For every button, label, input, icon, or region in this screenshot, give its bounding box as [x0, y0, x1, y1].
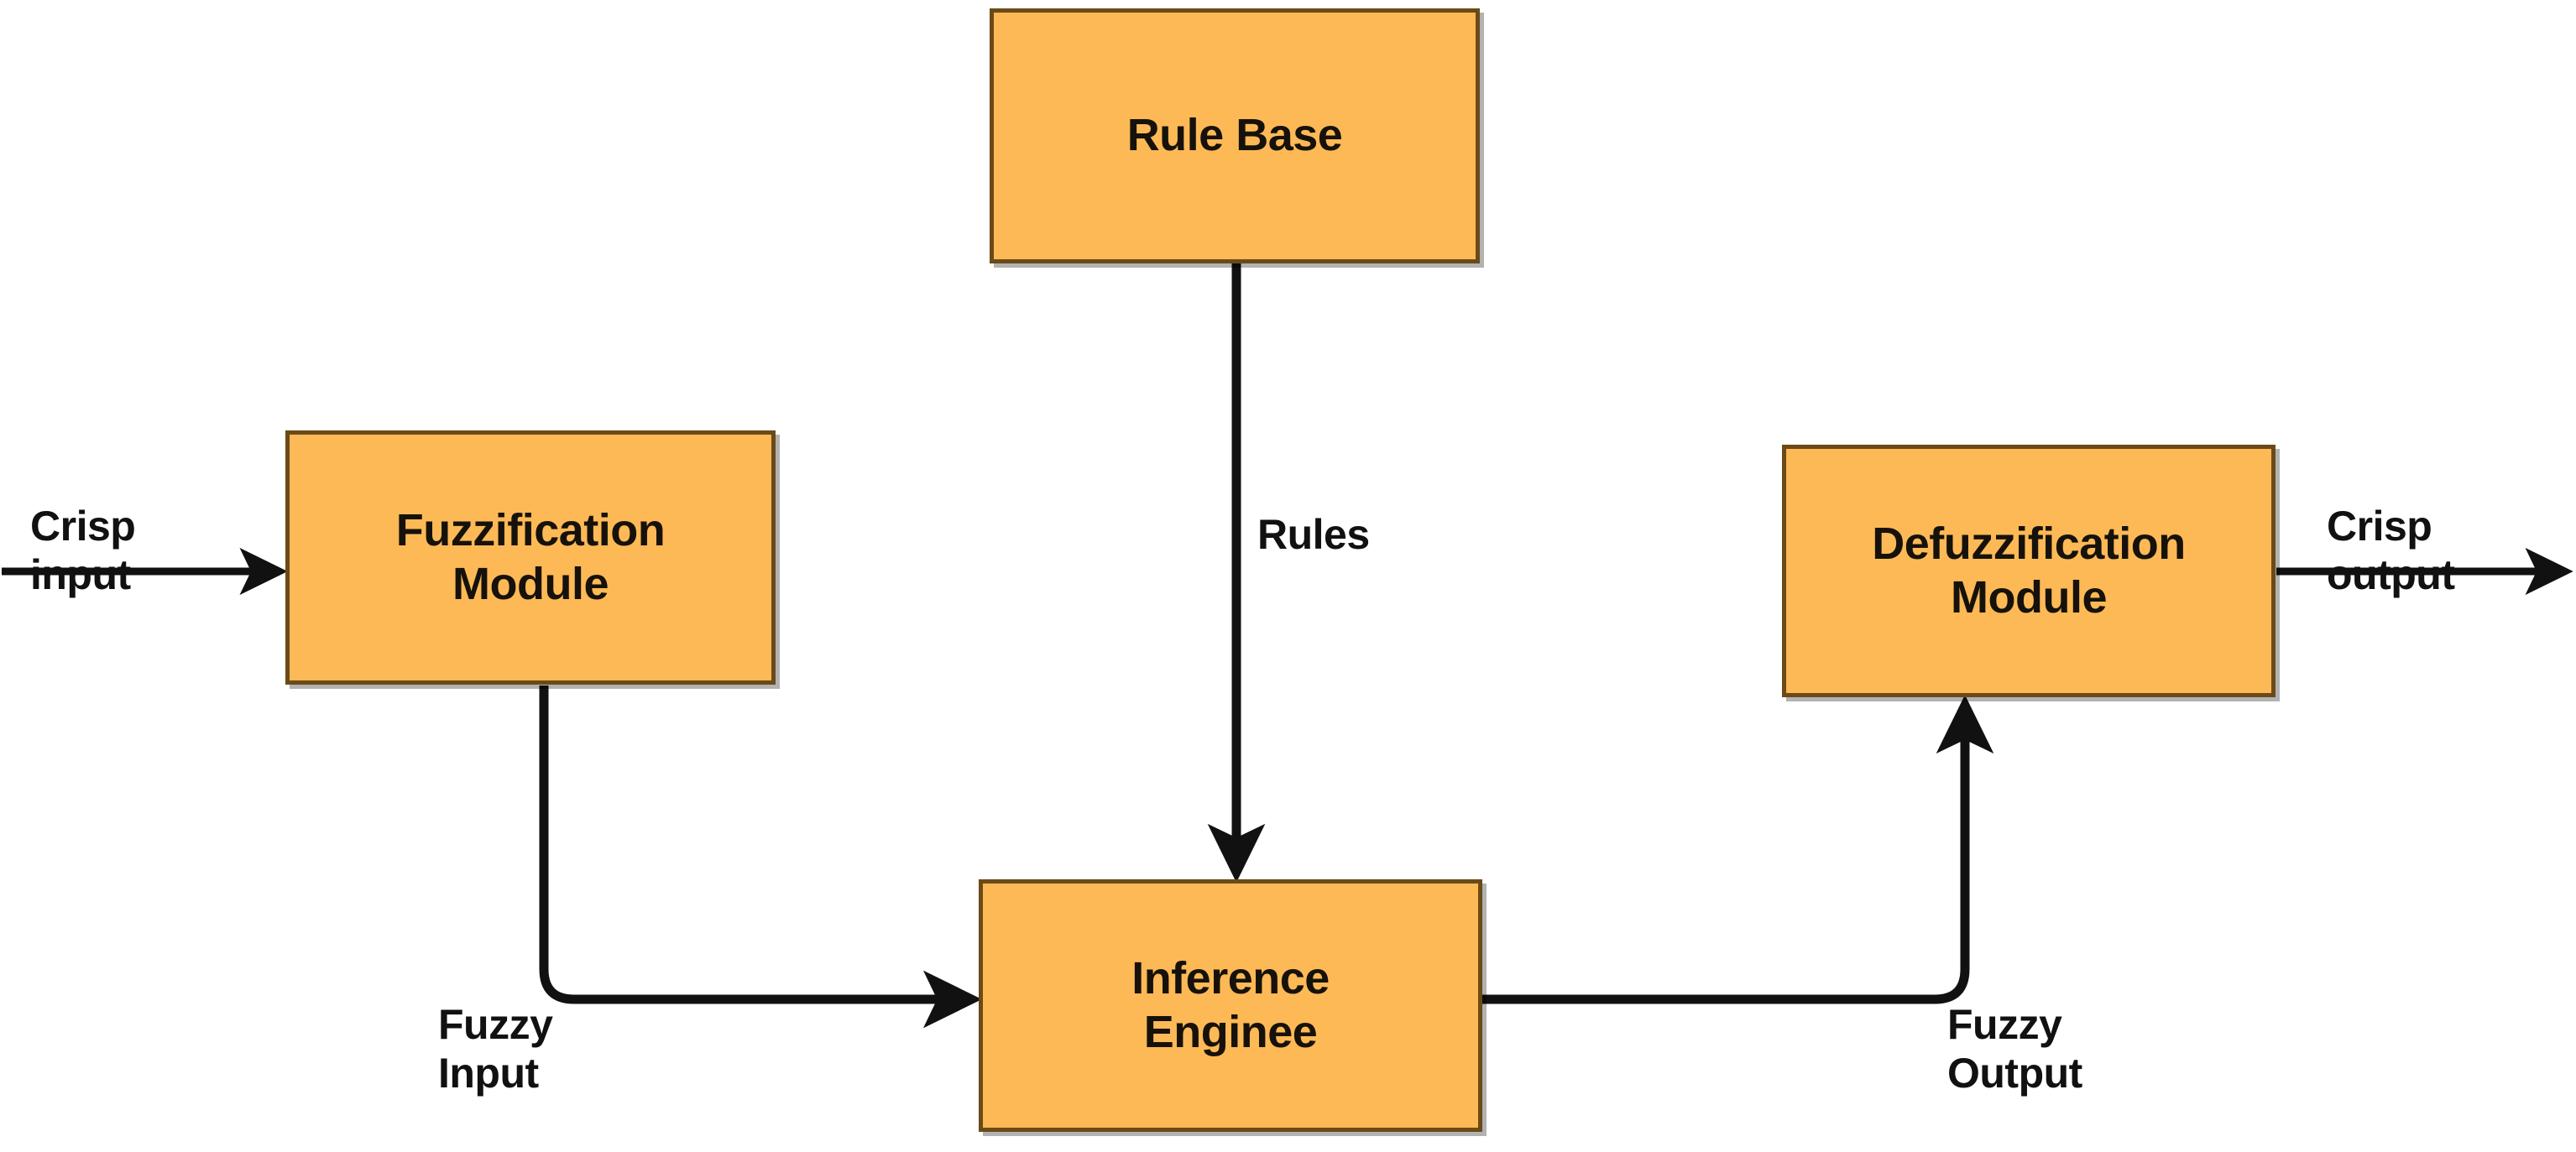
node-rule-base[interactable]: Rule Base — [990, 8, 1480, 263]
edge-label-crisp-input: Crisp input — [30, 503, 136, 598]
edge-label-crisp-output: Crisp output — [2327, 503, 2455, 598]
node-inference-enginee[interactable]: Inference Enginee — [979, 879, 1482, 1132]
edge-label-fuzzy-output: Fuzzy Output — [1947, 1001, 2082, 1097]
node-fuzzification-module-label: Fuzzification Module — [395, 504, 666, 609]
edge-label-fuzzy-input: Fuzzy Input — [438, 1001, 553, 1097]
edge-label-rules: Rules — [1257, 511, 1370, 558]
edge-fuzzy-output — [1482, 695, 1994, 1004]
node-defuzzification-module-label: Defuzzification Module — [1872, 518, 2186, 623]
edge-fuzzy-input — [539, 685, 982, 1029]
node-inference-enginee-label: Inference Enginee — [1131, 952, 1330, 1057]
node-defuzzification-module[interactable]: Defuzzification Module — [1782, 445, 2276, 697]
node-rule-base-label: Rule Base — [1126, 110, 1343, 161]
node-fuzzification-module[interactable]: Fuzzification Module — [285, 430, 776, 685]
